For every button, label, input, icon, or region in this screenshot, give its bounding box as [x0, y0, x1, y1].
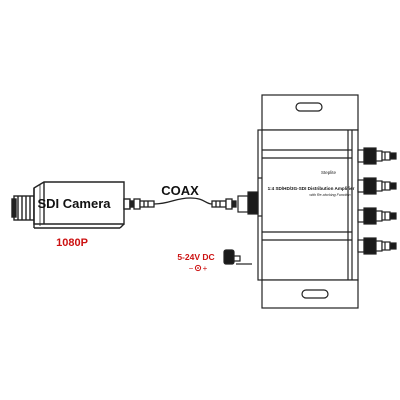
- coax-plug-right: [211, 198, 237, 210]
- polarity-dot-icon: [197, 267, 199, 269]
- output-bnc-1: [357, 147, 397, 165]
- mounting-ear-top: [261, 94, 359, 131]
- camera-body: [33, 181, 125, 229]
- polarity-symbol: − +: [189, 264, 208, 273]
- coax-cable: [133, 197, 237, 210]
- polarity-minus: −: [189, 264, 194, 273]
- camera-label: SDI Camera: [38, 196, 112, 211]
- amplifier-title: 1:4 SD/HD/3G-SDI Distribution Amplifier: [268, 186, 355, 191]
- amplifier-subtitle: with Re-clocking Function: [310, 193, 351, 197]
- power-plug: [223, 249, 252, 265]
- camera-lens: [11, 195, 35, 221]
- output-bnc-2: [357, 177, 397, 195]
- amplifier-panel-label: Steplite: [321, 170, 337, 175]
- amplifier-input-bnc: [237, 191, 259, 215]
- polarity-circle-icon: [194, 264, 202, 272]
- polarity-plus: +: [203, 264, 208, 273]
- amplifier-outputs: [357, 147, 397, 255]
- coax-plug-left: [133, 198, 155, 210]
- sdi-camera: [11, 181, 135, 229]
- power-label: 5-24V DC: [177, 252, 214, 262]
- distribution-amplifier: [237, 94, 359, 309]
- camera-resolution: 1080P: [56, 237, 88, 249]
- coax-label: COAX: [161, 183, 199, 198]
- amplifier-body: [257, 129, 359, 281]
- output-bnc-3: [357, 207, 397, 225]
- output-bnc-4: [357, 237, 397, 255]
- coax-wire: [153, 197, 213, 205]
- camera-bnc-output: [123, 198, 135, 210]
- mounting-ear-bottom: [261, 279, 359, 309]
